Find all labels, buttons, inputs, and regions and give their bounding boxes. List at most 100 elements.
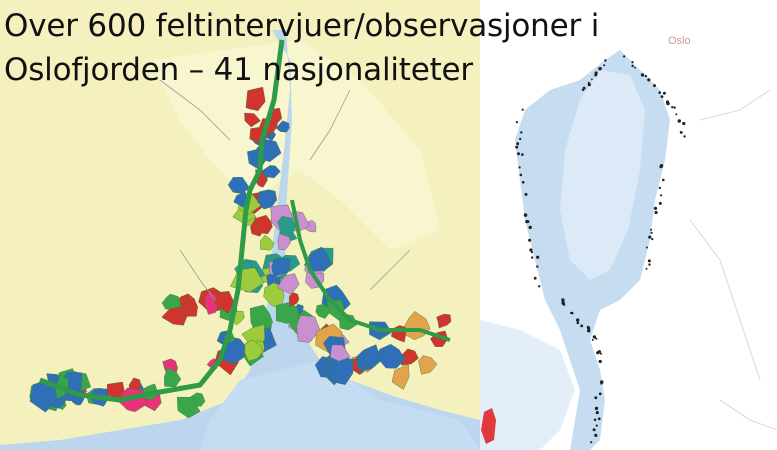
observation-point: [650, 228, 653, 231]
slide-title: Over 600 feltintervjuer/observasjoner i …: [4, 4, 599, 92]
observation-point: [591, 338, 594, 341]
observation-point: [679, 131, 683, 134]
observation-point: [634, 66, 636, 69]
observation-point: [631, 64, 634, 68]
observation-point: [582, 86, 586, 90]
observation-point: [516, 142, 520, 146]
observation-point: [675, 113, 678, 116]
observation-point: [562, 303, 566, 306]
left-map-east-coastline: [290, 199, 451, 342]
zone-cell: [430, 330, 449, 347]
observation-point: [640, 73, 645, 77]
zone-cell: [183, 300, 194, 311]
place-label-oslo: Oslo: [668, 35, 691, 47]
observation-point: [660, 95, 664, 98]
zone-cell: [214, 291, 235, 314]
observation-point: [671, 106, 674, 109]
observation-point: [529, 248, 533, 252]
zone-cell: [244, 339, 263, 362]
observation-point: [598, 359, 602, 364]
observation-point: [594, 406, 599, 411]
title-line-1: Over 600 feltintervjuer/observasjoner i: [4, 8, 600, 44]
observation-point: [603, 64, 606, 67]
observation-point: [648, 235, 652, 239]
observation-point: [645, 246, 648, 249]
observation-point: [580, 324, 584, 328]
zone-cell: [329, 344, 351, 362]
observation-point: [595, 411, 599, 415]
observation-point: [683, 135, 686, 138]
observation-point: [518, 166, 521, 169]
title-line-2: Oslofjorden – 41 nasjonaliteter: [4, 52, 473, 88]
left-map: [0, 0, 480, 450]
observation-point: [561, 299, 565, 303]
zone-cell: [315, 304, 330, 319]
observation-point: [662, 91, 666, 95]
observation-point: [658, 91, 661, 94]
observation-point: [586, 325, 590, 329]
observation-point: [521, 108, 524, 111]
observation-point: [521, 153, 524, 156]
observation-point: [604, 59, 607, 62]
observation-point: [653, 84, 656, 88]
zone-cell: [204, 290, 220, 315]
left-map-rivers: [159, 79, 411, 301]
observation-point: [600, 380, 604, 384]
observation-point: [536, 255, 540, 259]
observation-point: [571, 312, 574, 315]
observation-point: [524, 192, 528, 196]
observation-point: [519, 137, 522, 141]
observation-point: [631, 61, 634, 64]
observation-point: [660, 194, 663, 197]
zone-cell: [296, 315, 321, 343]
observation-point: [521, 181, 525, 184]
observation-point: [528, 238, 532, 242]
observation-point: [515, 145, 519, 149]
observation-point: [622, 55, 626, 58]
observation-point: [658, 186, 661, 190]
observation-point: [599, 67, 602, 70]
observation-point: [673, 106, 676, 109]
observation-point: [653, 206, 658, 210]
observation-point: [647, 78, 651, 82]
observation-point: [519, 173, 523, 177]
observation-point: [530, 251, 534, 254]
zone-cell: [161, 293, 182, 310]
zone-cell: [245, 86, 266, 112]
observation-point: [595, 424, 598, 427]
zone-cell: [308, 246, 332, 272]
observation-point: [587, 83, 591, 87]
observation-point: [682, 121, 686, 126]
observation-points: [515, 55, 686, 444]
observation-point: [658, 201, 662, 205]
zone-cell: [277, 215, 296, 238]
observation-point: [594, 73, 598, 77]
zone-cell: [271, 257, 291, 278]
observation-point: [597, 417, 601, 421]
zone-cell: [330, 355, 354, 385]
right-map-inner-water: [560, 70, 645, 280]
left-map-fjord-water: [0, 30, 480, 450]
zone-cell: [276, 120, 290, 133]
observation-point: [651, 238, 654, 241]
right-map: Oslo: [480, 0, 777, 450]
observation-point: [533, 276, 537, 280]
observation-point: [660, 164, 664, 168]
observation-point: [594, 396, 598, 400]
observation-point: [594, 433, 598, 437]
observation-point: [644, 74, 648, 78]
observation-point: [648, 263, 651, 266]
observation-point: [576, 318, 580, 322]
observation-point: [677, 119, 681, 123]
zone-cell: [339, 313, 358, 331]
observation-point: [591, 78, 593, 81]
left-map-coastline: [39, 39, 285, 403]
zone-cell: [244, 112, 261, 128]
zone-cell: [227, 177, 251, 194]
observation-point: [515, 121, 519, 124]
zone-cell: [277, 273, 300, 295]
observation-point: [523, 213, 528, 217]
observation-point: [538, 285, 541, 288]
